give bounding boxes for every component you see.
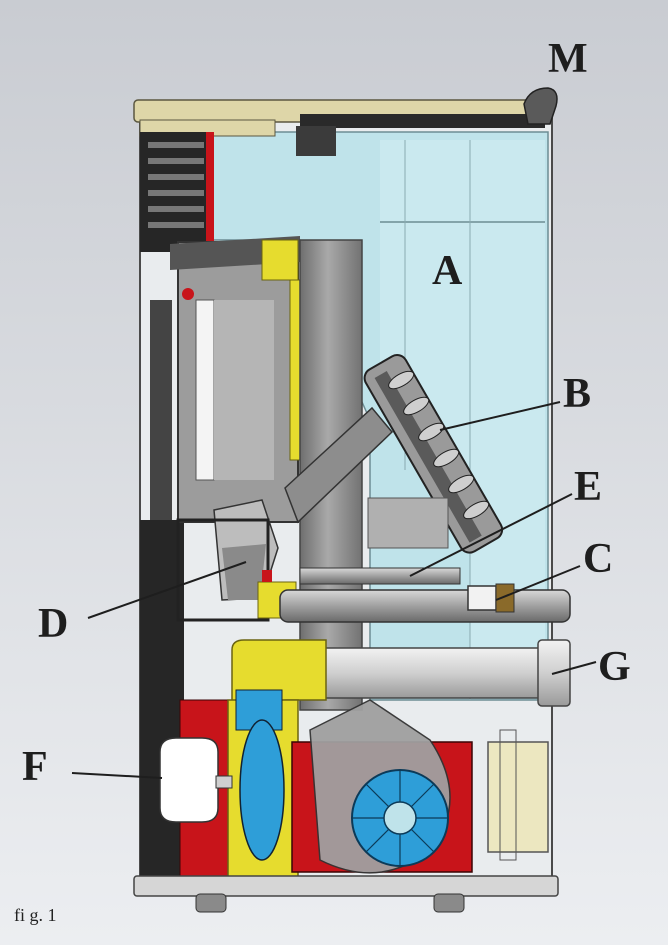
- auger-screw: [363, 354, 504, 554]
- leader-D: [87, 561, 247, 619]
- upper-tube: [299, 567, 461, 585]
- fan-motor: [159, 737, 219, 823]
- lid-bracket: [296, 126, 336, 156]
- pressure-switch-bolt: [495, 583, 515, 613]
- leader-C: [495, 565, 581, 601]
- hopper-inner-panel: [380, 140, 545, 690]
- foot-right: [433, 893, 465, 913]
- smoke-fan-rotor: [239, 719, 285, 861]
- callout-f: F: [22, 744, 48, 790]
- left-frame-mid: [150, 300, 172, 520]
- leader-lines: [71, 401, 597, 779]
- lid-dark-bar: [300, 114, 545, 128]
- electronics-board: [487, 741, 549, 853]
- heat-exchanger-fins: [148, 142, 204, 228]
- callout-d: D: [38, 601, 69, 647]
- chamber-glass: [195, 299, 215, 481]
- motor-shaft: [215, 775, 233, 789]
- red-sensor: [182, 288, 194, 300]
- brazier-pot: [222, 544, 266, 600]
- callout-a: A: [432, 248, 463, 294]
- chamber-shadow: [214, 300, 274, 480]
- board-bracket: [499, 729, 517, 861]
- callout-b: B: [563, 371, 592, 417]
- yellow-plate-upper: [261, 239, 299, 281]
- hinge: [523, 87, 558, 125]
- leader-B: [439, 401, 561, 431]
- blower-blades: [352, 770, 448, 866]
- leader-F: [71, 772, 163, 779]
- callout-e: E: [574, 464, 603, 510]
- figure-caption: fi g. 1: [14, 905, 57, 925]
- red-igniter-tip: [262, 570, 272, 582]
- leader-G: [551, 661, 597, 675]
- igniter-tube: [279, 589, 571, 623]
- pressure-switch: [467, 585, 497, 611]
- leader-E: [409, 493, 573, 577]
- yellow-plate-strip: [289, 279, 301, 461]
- callout-g: G: [598, 644, 631, 690]
- exhaust-pipe: [323, 647, 549, 699]
- foot-left: [195, 893, 227, 913]
- rear-block: [367, 497, 449, 549]
- callout-m: M: [548, 36, 588, 82]
- pellet-chute: [284, 406, 394, 524]
- stove-base: [133, 875, 559, 897]
- callout-c: C: [583, 536, 614, 582]
- left-red-strip: [206, 132, 214, 242]
